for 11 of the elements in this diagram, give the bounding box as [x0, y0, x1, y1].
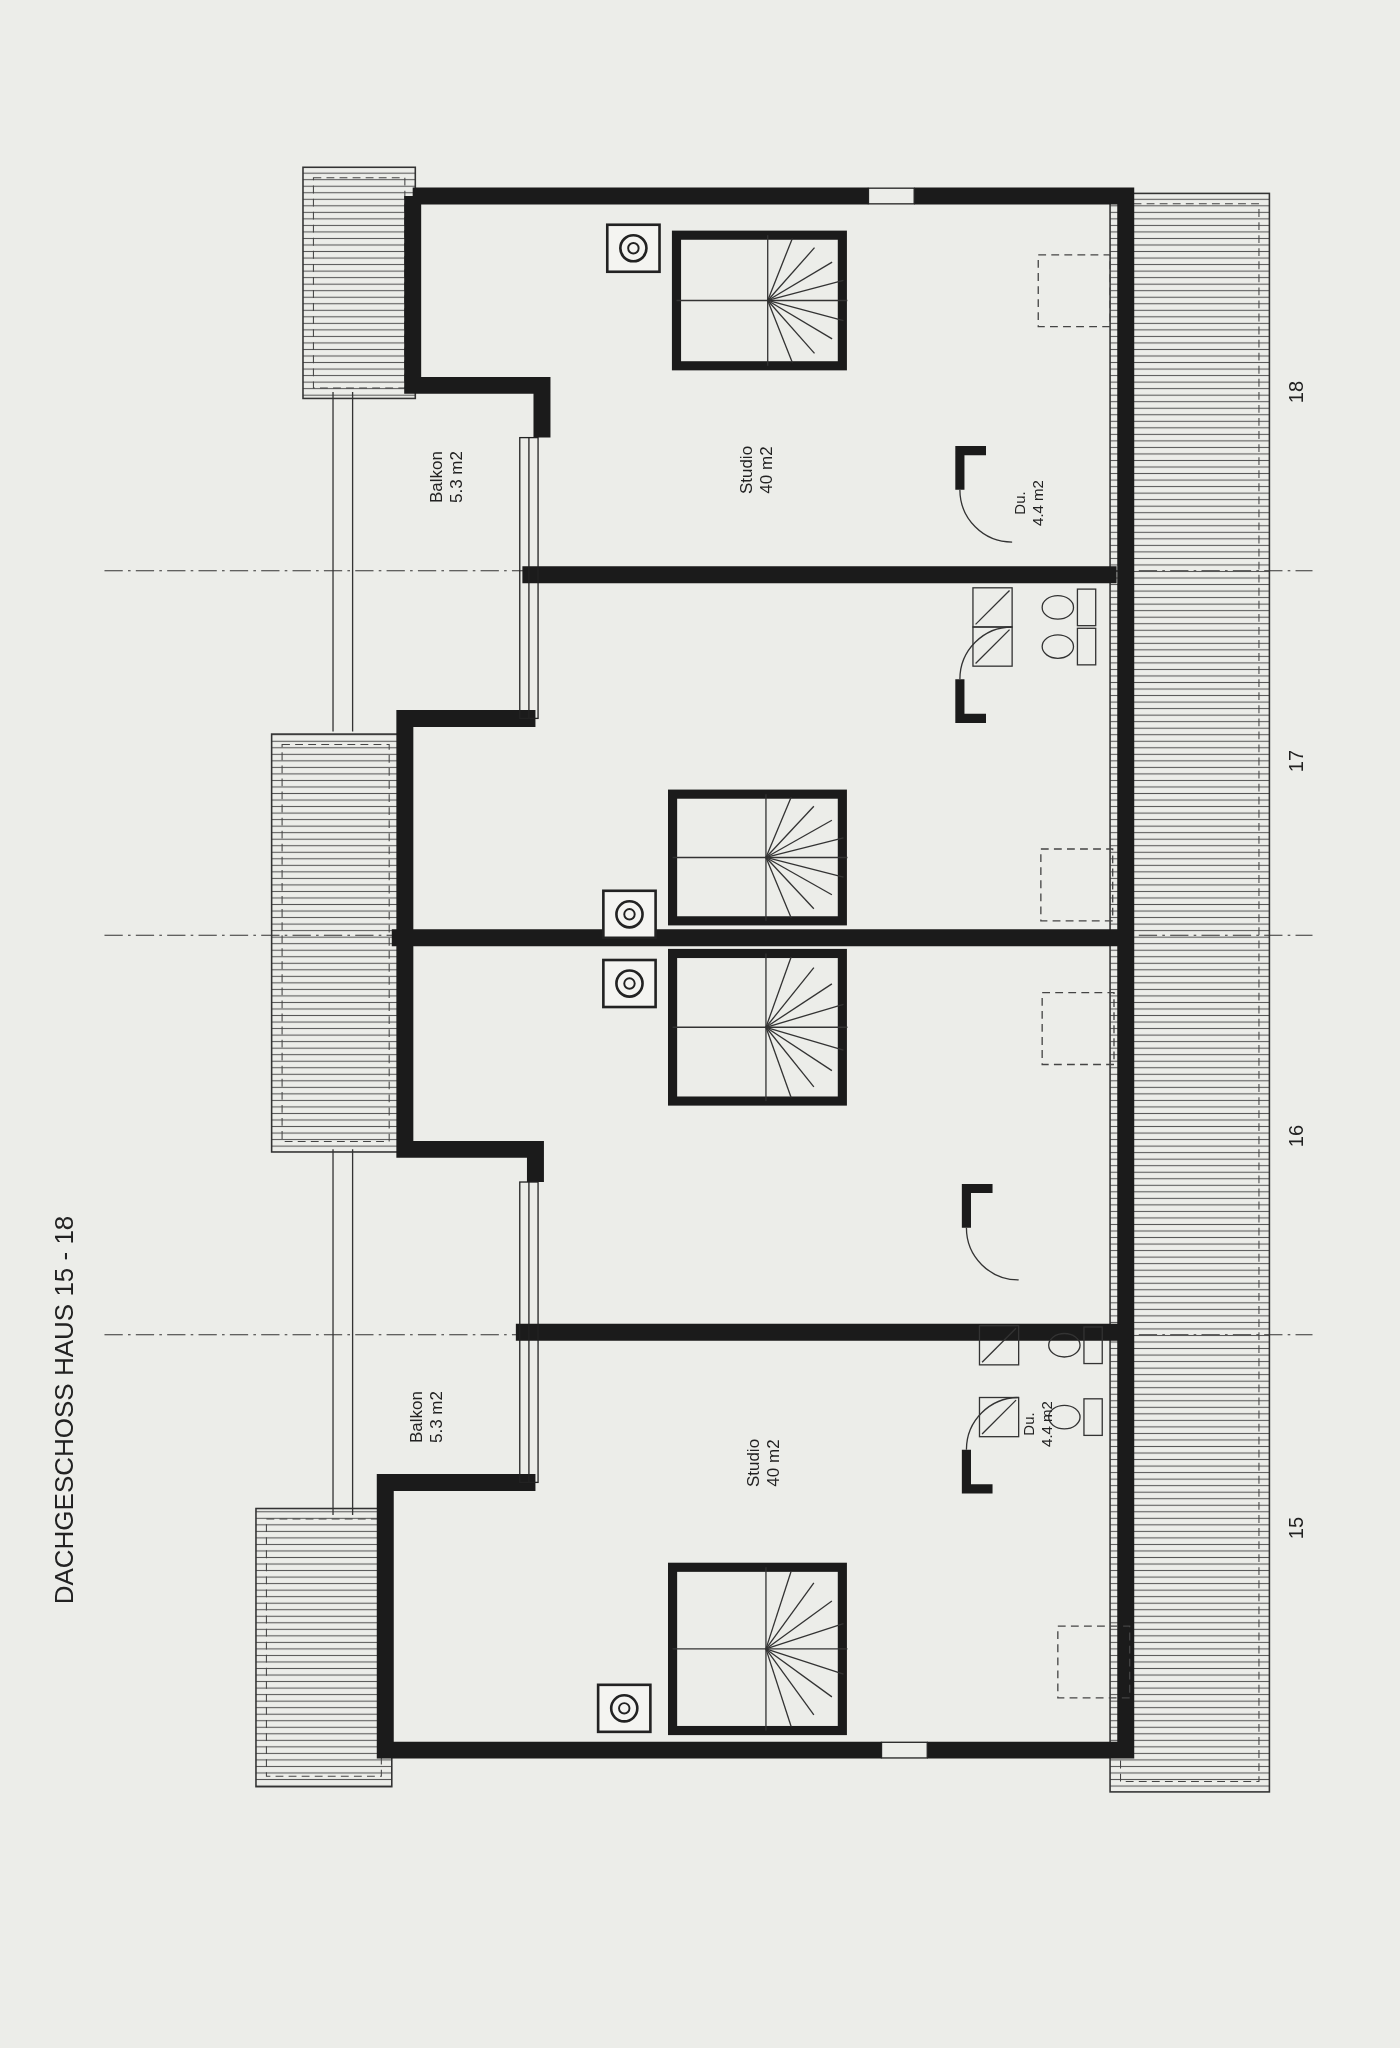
room-label: Balkon 5.3 m2 — [426, 449, 467, 505]
plan-title: DACHGESCHOSS HAUS 15 - 18 — [49, 1216, 81, 1605]
room-label: Du. 4.4 m2 — [1011, 479, 1048, 527]
room-label: Studio 40 m2 — [737, 445, 778, 497]
house-number: 15 — [1283, 1516, 1308, 1540]
house-number: 16 — [1283, 1125, 1308, 1148]
room-label: Du. 4.4 m2 — [1020, 1399, 1057, 1448]
house-number: 17 — [1283, 750, 1308, 773]
room-label: Studio 40 m2 — [743, 1437, 784, 1489]
house-number: 18 — [1283, 380, 1308, 403]
room-label: Balkon 5.3 m2 — [406, 1390, 448, 1445]
